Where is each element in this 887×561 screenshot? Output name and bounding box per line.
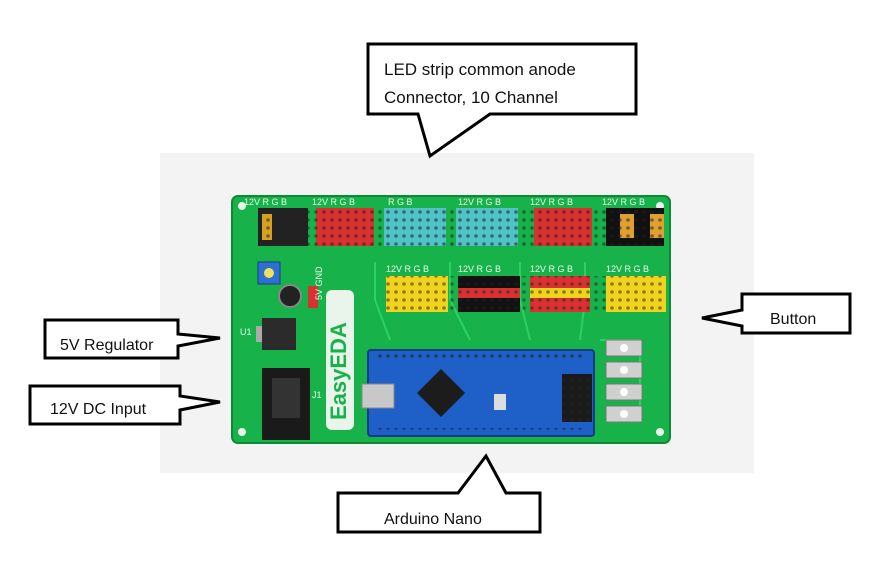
top-row-headers [258, 208, 664, 246]
svg-text:R G B: R G B [388, 197, 413, 207]
callout-regulator-text: 5V Regulator [60, 337, 154, 354]
callout-dc-input-text: 12V DC Input [50, 401, 147, 418]
chip-label: U1 [240, 327, 252, 337]
usb-connector [361, 383, 395, 409]
svg-text:12V R G B: 12V R G B [386, 264, 429, 274]
reset-button [494, 394, 506, 410]
mounting-hole [238, 202, 246, 210]
callout-led-strip-line1: LED strip common anode [384, 60, 576, 79]
svg-text:12V R G B: 12V R G B [602, 197, 645, 207]
mounting-hole [238, 428, 246, 436]
jack-label: J1 [312, 390, 322, 400]
jumper-label: 5V GND [314, 266, 324, 300]
callout-dc-input [28, 384, 221, 426]
svg-text:12V R G B: 12V R G B [458, 197, 501, 207]
callout-button [701, 292, 852, 335]
callout-arduino [336, 453, 542, 534]
svg-text:EasyEDA: EasyEDA [326, 322, 351, 420]
jumper-5v-gnd [308, 286, 318, 308]
svg-text:12V R G B: 12V R G B [244, 197, 287, 207]
callout-regulator [43, 318, 221, 360]
capacitor [278, 284, 302, 308]
callout-arduino-text: Arduino Nano [384, 511, 482, 528]
arduino-nano-board [361, 349, 595, 437]
svg-text:12V R G B: 12V R G B [606, 264, 649, 274]
svg-text:12V R G B: 12V R G B [530, 197, 573, 207]
svg-text:12V R G B: 12V R G B [312, 197, 355, 207]
callout-led-strip [366, 42, 638, 159]
second-row-headers [386, 276, 666, 312]
svg-text:12V R G B: 12V R G B [530, 264, 573, 274]
easyeda-logo: EasyEDA [326, 290, 354, 430]
callout-led-strip-line2: Connector, 10 Channel [384, 88, 558, 107]
regulator-chip [262, 318, 296, 350]
header-silkscreen: 12V R G B 12V R G B R G B 12V R G B 12V … [244, 197, 649, 274]
svg-text:12V R G B: 12V R G B [458, 264, 501, 274]
microcontroller [416, 368, 466, 418]
mounting-hole [656, 428, 664, 436]
tactile-buttons [605, 339, 643, 423]
callout-button-text: Button [770, 311, 817, 328]
